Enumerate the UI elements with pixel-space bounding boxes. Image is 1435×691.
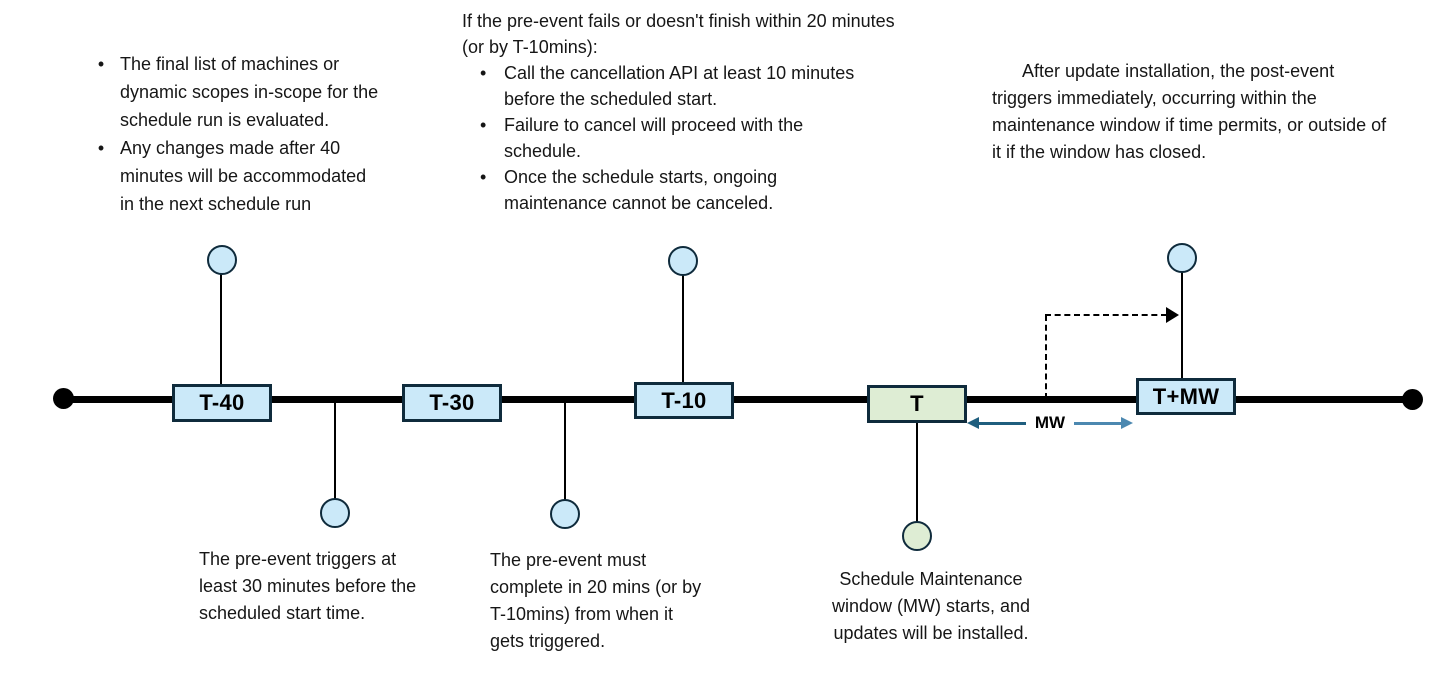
bullet-dot: • [480, 167, 487, 187]
event-circle-tmw [1167, 243, 1197, 273]
milestone-t40: T-40 [172, 384, 272, 422]
bullet-item: • Any changes made after 40 minutes will… [82, 134, 432, 218]
dashed-connector-vertical [1045, 315, 1047, 399]
bullet-text: Any changes made after 40 minutes will b… [120, 138, 367, 214]
mw-span-arrow: MW [967, 413, 1133, 432]
dashed-connector-arrowhead-icon [1166, 307, 1179, 323]
event-circle-pre-event-trigger [320, 498, 350, 528]
stem-t10-event [682, 274, 684, 382]
note-mw-start: Schedule Maintenance window (MW) starts,… [831, 569, 1031, 643]
timeline-bar [64, 396, 1414, 403]
stem-pre-event-complete [564, 402, 566, 500]
bullet-item: • Call the cancellation API at least 10 … [462, 60, 898, 112]
timeline-endpoint-right [1402, 389, 1423, 410]
bullet-item: • The final list of machines or dynamic … [82, 50, 432, 134]
event-circle-pre-event-complete [550, 499, 580, 529]
note-pre-event-failure: If the pre-event fails or doesn't finish… [462, 8, 898, 216]
note-intro: If the pre-event fails or doesn't finish… [462, 11, 895, 57]
stem-tmw-event [1181, 271, 1183, 378]
arrow-left-icon [967, 417, 979, 429]
timeline-endpoint-left [53, 388, 74, 409]
bullet-dot: • [480, 115, 487, 135]
bullet-dot: • [480, 63, 487, 83]
milestone-t30: T-30 [402, 384, 502, 422]
milestone-t: T [867, 385, 967, 423]
bullet-text: Call the cancellation API at least 10 mi… [504, 63, 855, 109]
mw-span-label: MW [1034, 413, 1066, 432]
bullet-text: The final list of machines or dynamic sc… [120, 54, 379, 130]
arrow-line [1074, 421, 1121, 425]
stem-t40-event [220, 273, 222, 384]
stem-mw-start [916, 422, 918, 522]
milestone-t10: T-10 [634, 382, 734, 419]
event-circle-t10 [668, 246, 698, 276]
bullet-dot: • [97, 138, 105, 158]
note-post-event: After update installation, the post-even… [992, 61, 1387, 162]
bullet-item: • Failure to cancel will proceed with th… [462, 112, 898, 164]
event-circle-mw-start [902, 521, 932, 551]
arrow-right-icon [1121, 417, 1133, 429]
note-pre-event-complete: The pre-event must complete in 20 mins (… [490, 550, 702, 651]
bullet-item: • Once the schedule starts, ongoing main… [462, 164, 898, 216]
dashed-connector-horizontal [1045, 314, 1167, 316]
event-circle-t40 [207, 245, 237, 275]
arrow-line [979, 421, 1026, 425]
note-scope-evaluation: • The final list of machines or dynamic … [82, 50, 432, 218]
bullet-text: Failure to cancel will proceed with the … [504, 115, 804, 161]
note-pre-event-trigger: The pre-event triggers at least 30 minut… [199, 549, 417, 623]
milestone-tmw: T+MW [1136, 378, 1236, 415]
bullet-text: Once the schedule starts, ongoing mainte… [504, 167, 778, 213]
bullet-dot: • [97, 54, 105, 74]
stem-pre-event-trigger [334, 402, 336, 499]
